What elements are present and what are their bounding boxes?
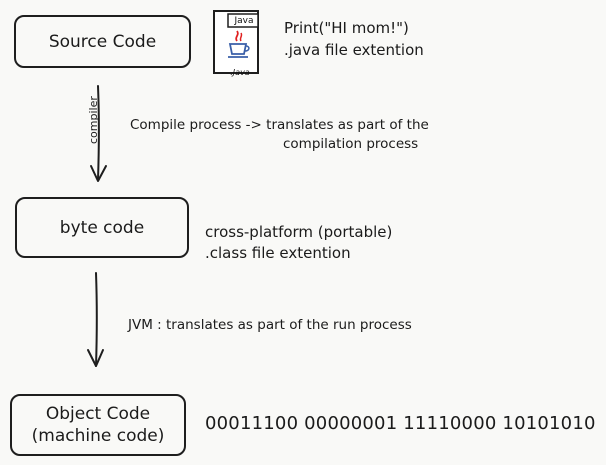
class-extension-note: .class file extention: [205, 244, 351, 262]
compile-description-line2: compilation process: [283, 136, 419, 152]
compiler-label: compiler: [87, 96, 100, 144]
java-extension-note: .java file extention: [284, 41, 424, 59]
object-code-label: Object Code: [45, 404, 151, 424]
java-file-icon: Java .Java: [210, 8, 262, 78]
source-code-box: Source Code: [14, 15, 191, 68]
byte-code-box: byte code: [15, 197, 189, 258]
jvm-description: JVM : translates as part of the run proc…: [128, 317, 412, 333]
arrow-source-to-byte: [97, 85, 100, 181]
java-file-caption: .Java: [230, 68, 250, 77]
byte-code-label: byte code: [59, 217, 145, 238]
print-example: Print("HI mom!"): [284, 19, 409, 37]
portable-note: cross-platform (portable): [205, 223, 393, 241]
java-tab-label: Java: [234, 16, 254, 26]
compile-description-line1: Compile process -> translates as part of…: [130, 117, 429, 133]
source-code-label: Source Code: [48, 31, 157, 52]
arrow-head-2: [87, 349, 104, 367]
object-code-box: Object Code (machine code): [10, 394, 186, 456]
arrow-byte-to-object: [95, 272, 98, 367]
machine-code-label: (machine code): [31, 426, 165, 446]
arrow-head-1: [90, 165, 107, 182]
binary-output: 00011100 00000001 11110000 10101010: [205, 413, 596, 434]
